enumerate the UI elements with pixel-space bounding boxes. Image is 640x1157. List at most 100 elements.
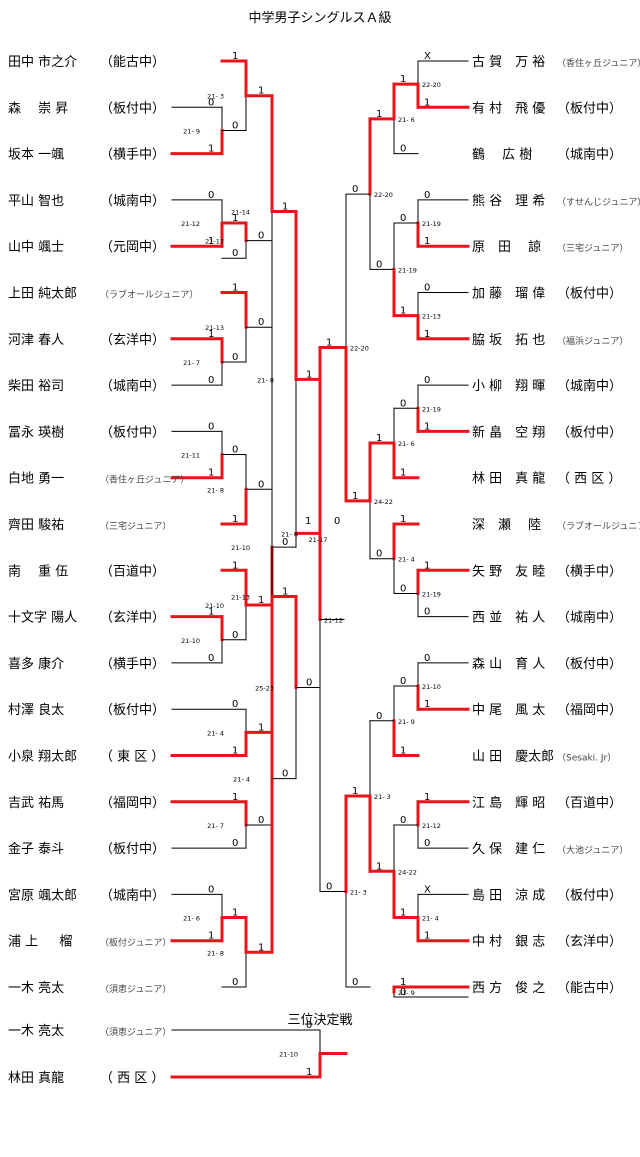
result-mark: 0	[208, 421, 214, 432]
match-score: 21- 3	[350, 889, 367, 897]
player-school: （須恵ジュニア）	[100, 983, 171, 995]
result-mark: 0	[424, 653, 430, 664]
match-score: 21-10	[422, 683, 441, 691]
result-mark: 1	[208, 329, 214, 340]
player-name: 深 瀬 陸	[472, 517, 541, 533]
player-name: 河津 春人	[8, 333, 64, 348]
match-score: 21-12	[422, 822, 441, 830]
result-mark: 0	[232, 630, 238, 641]
player-school: （板付中）	[100, 425, 165, 440]
player-name: 西 並 祐 人	[472, 611, 545, 626]
player-name: 小 柳 翔 暉	[472, 379, 545, 394]
match-score: 21- 9	[183, 127, 200, 135]
result-mark: 1	[258, 942, 264, 953]
result-mark: 0	[424, 375, 430, 386]
player-school: （城南中）	[557, 147, 622, 163]
player-school: （板付中）	[557, 287, 622, 302]
result-mark: 1	[282, 201, 288, 212]
result-mark: 1	[424, 931, 430, 942]
result-mark: 1	[424, 97, 430, 108]
match-score: 21-10	[231, 544, 250, 552]
result-mark: 0	[232, 977, 238, 988]
match-score: 22-20	[422, 81, 441, 89]
player-name: 喜多 康介	[8, 656, 64, 672]
result-mark: 0	[400, 213, 406, 224]
player-name: 冨永 瑛樹	[8, 425, 64, 440]
match-score: 21-10	[279, 1051, 298, 1059]
result-mark: 0	[376, 259, 382, 270]
player-school: （福岡中）	[557, 703, 622, 718]
player-name: 西 方 俊 之	[472, 980, 545, 996]
player-school: （元岡中）	[100, 240, 165, 255]
match-score: 21-14	[231, 208, 250, 216]
result-mark: 1	[232, 213, 238, 224]
result-mark: 0	[208, 884, 214, 895]
result-mark: 0	[352, 184, 358, 195]
player-school: （香住ヶ丘ジュニア）	[100, 474, 189, 486]
player-name: 山中 颯士	[8, 240, 64, 255]
player-school: （Sesaki. Jr）	[557, 753, 616, 764]
match-score: 21-19	[422, 220, 441, 228]
player-school: （能古中）	[557, 981, 622, 996]
result-mark: 1	[424, 421, 430, 432]
bracket-lines	[170, 59, 470, 1079]
player-name: 熊 谷 理 希	[472, 193, 545, 209]
player-school: （百道中）	[100, 564, 165, 579]
result-mark: 1	[306, 1067, 312, 1078]
player-name: 久 保 建 仁	[472, 842, 545, 857]
result-mark: 1	[400, 908, 406, 919]
result-mark: 1	[376, 109, 382, 120]
third-place-title: 三位決定戦	[287, 1013, 352, 1028]
result-mark: 1	[400, 306, 406, 317]
result-mark: X	[424, 884, 431, 895]
result-mark: 1	[424, 560, 430, 571]
match-score: 21- 4	[398, 556, 415, 564]
player-school: （ラブオールジュニア）	[557, 520, 640, 532]
result-mark: 0	[424, 838, 430, 849]
player-school: （三宅ジュニア）	[557, 242, 628, 254]
match-score: 21-17	[309, 536, 328, 544]
result-mark: 0	[232, 699, 238, 710]
result-mark: 0	[208, 653, 214, 664]
result-mark: 1	[424, 329, 430, 340]
player-school: （ラブオールジュニア）	[100, 289, 198, 301]
match-score: 21- 3	[374, 793, 391, 801]
result-mark: 1	[232, 514, 238, 525]
result-mark: 1	[400, 746, 406, 757]
player-name: 新 畠 空 翔	[472, 424, 545, 440]
player-school: （板付中）	[100, 842, 165, 857]
player-school: （玄洋中）	[557, 935, 622, 950]
player-name: 一木 亮太	[8, 1023, 64, 1039]
player-school: （城南中）	[100, 193, 165, 209]
result-mark: 0	[232, 838, 238, 849]
player-school: （須恵ジュニア）	[100, 1026, 171, 1038]
player-school: （城南中）	[100, 887, 165, 903]
result-mark: 1	[208, 144, 214, 155]
result-mark: 1	[424, 236, 430, 247]
result-mark: 0	[208, 97, 214, 108]
player-name: 鶴 広 樹	[472, 147, 532, 163]
match-score: 21- 3	[207, 93, 224, 101]
player-school: （横手中）	[557, 564, 622, 579]
player-name: 平山 智也	[8, 194, 64, 209]
player-name: 加 藤 瑠 偉	[472, 287, 545, 302]
result-mark: 0	[400, 815, 406, 826]
player-school: （大池ジュニア）	[557, 844, 628, 856]
player-school: （ 東 区 ）	[100, 749, 164, 765]
match-score: 21-12	[324, 616, 343, 624]
result-mark: 0	[258, 815, 264, 826]
match-score: 22-20	[350, 344, 369, 352]
result-mark: 0	[400, 987, 406, 998]
result-mark: 1	[232, 51, 238, 62]
result-mark: 1	[258, 722, 264, 733]
player-name: 有 村 飛 優	[472, 101, 545, 116]
player-name: 林田 真龍	[8, 1070, 64, 1086]
result-mark: 0	[282, 537, 288, 548]
player-name: 原 田 諒	[472, 240, 541, 255]
result-mark: 0	[376, 549, 382, 560]
match-score: 21- 7	[207, 822, 224, 830]
player-school: （すせんじジュニア）	[557, 197, 640, 208]
match-score: 21-19	[422, 590, 441, 598]
result-mark: 0	[424, 283, 430, 294]
result-mark: 1	[326, 337, 332, 348]
